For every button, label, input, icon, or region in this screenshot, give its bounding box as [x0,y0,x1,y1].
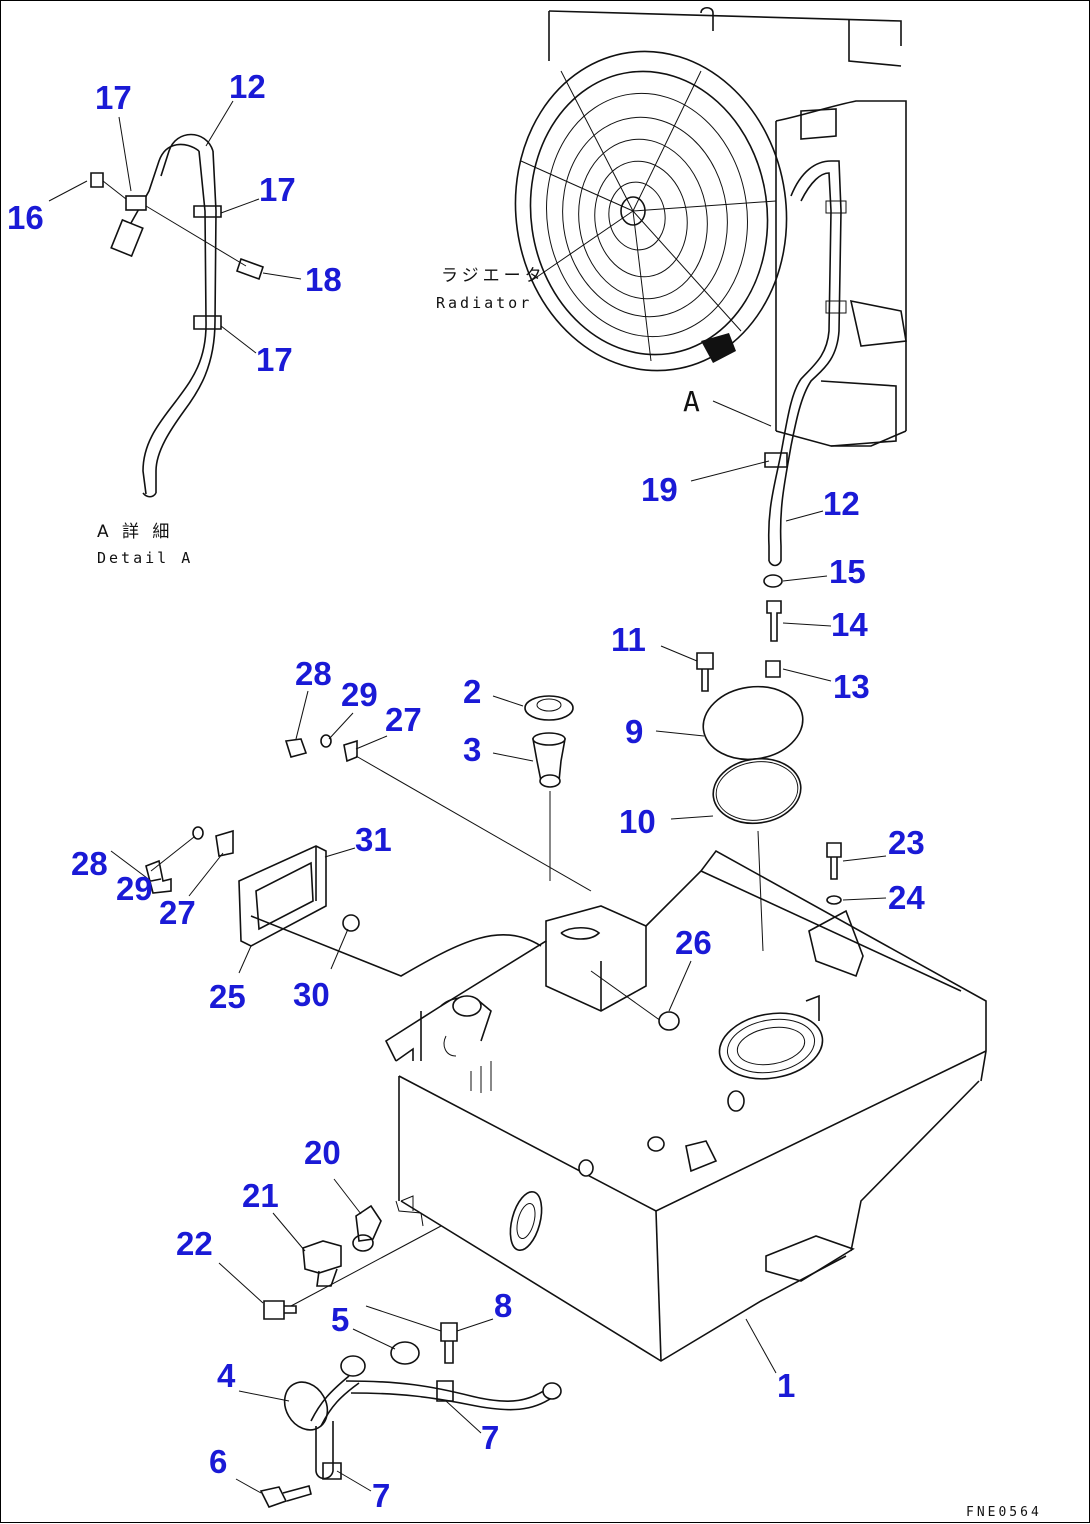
callout-8: 8 [494,1287,512,1324]
callout-27: 27 [385,701,422,738]
callout-26: 26 [675,924,712,961]
callout-28: 28 [71,845,108,882]
callout-1: 1 [777,1367,795,1404]
radiator-label-jp: ラジエータ [441,266,546,286]
callout-27: 27 [159,894,196,931]
view-marker-leader [712,400,772,427]
callout-3: 3 [463,731,481,768]
callout-31: 31 [355,821,392,858]
bracket-assembly [145,734,680,1031]
callout-24: 24 [888,879,925,916]
view-marker-a: A [683,385,700,418]
callout-30: 30 [293,976,330,1013]
detail-a-drawing [90,133,265,498]
callout-23: 23 [888,824,925,861]
callout-5: 5 [331,1301,349,1338]
hose-and-fittings [696,445,804,952]
callout-20: 20 [304,1134,341,1171]
callout-numbers: 17 12 16 17 18 17 19 12 15 14 11 13 2 3 … [7,68,925,1514]
callout-10: 10 [619,803,656,840]
callout-14: 14 [831,606,868,643]
callout-15: 15 [829,553,866,590]
callout-7: 7 [481,1419,499,1456]
bolt-23-24 [826,842,842,905]
callout-29: 29 [341,676,378,713]
detail-a-label-jp: A 詳 細 [97,522,173,542]
callout-7: 7 [372,1477,390,1514]
callout-11: 11 [611,621,646,658]
callout-6: 6 [209,1443,227,1480]
callout-2: 2 [463,673,481,710]
callout-17: 17 [95,79,132,116]
callout-21: 21 [242,1177,279,1214]
callout-17: 17 [256,341,293,378]
drawing-code: FNE0564 [966,1505,1042,1520]
radiator-drawing [514,6,907,449]
callout-12: 12 [823,485,860,522]
lower-fittings [259,1200,562,1508]
callout-16: 16 [7,199,44,236]
cap-and-strainer [524,695,574,881]
radiator-label-en: Radiator [436,294,532,312]
callout-12: 12 [229,68,266,105]
callout-18: 18 [305,261,342,298]
detail-a-label-en: Detail A [97,549,193,567]
callout-4: 4 [217,1357,236,1394]
callout-13: 13 [833,668,870,705]
callout-29: 29 [116,870,153,907]
callout-9: 9 [625,713,643,750]
hydraulic-tank [384,849,987,1362]
callout-19: 19 [641,471,678,508]
callout-25: 25 [209,978,246,1015]
detail-a-leaders [48,100,302,354]
callout-22: 22 [176,1225,213,1262]
callout-17: 17 [259,171,296,208]
callout-leaders [110,460,887,1494]
callout-28: 28 [295,655,332,692]
